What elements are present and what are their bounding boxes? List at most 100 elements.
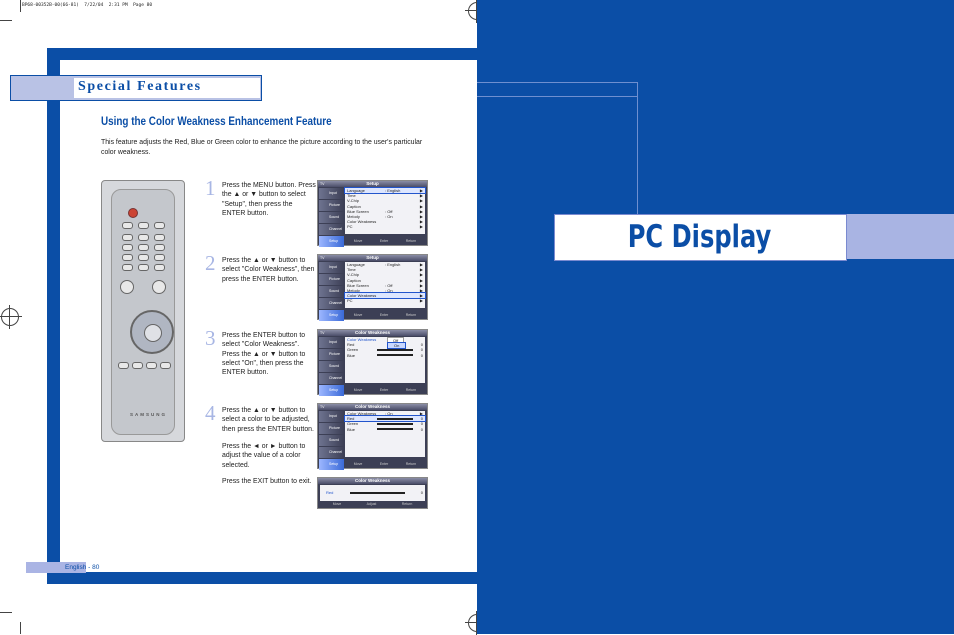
osd-side-item: Setup [319,310,344,321]
osd-side-item: Setup [319,236,344,247]
frame-bottom [47,572,477,584]
osd-side-item: Picture [319,200,344,211]
osd-row: Language: English▶ [344,186,426,195]
osd-side-item: Channel [319,447,344,458]
step-number: 1 [205,176,216,200]
section-title: Special Features [78,79,202,94]
step-text: Press the ▲ or ▼ button to select a colo… [222,407,314,433]
osd-side-item: Sound [319,212,344,223]
step-number: 2 [205,251,216,275]
remote-button [138,264,149,271]
osd-side-menu: Input Picture Sound Channel Setup [319,337,344,397]
rule-line [477,96,637,97]
pc-display-title: PC Display [627,219,772,255]
step-text: Press the MENU button. Press the ▲ or ▼ … [222,182,316,217]
osd-side-menu: Input Picture Sound Channel Setup [319,262,344,322]
osd-row: Time▶ [347,193,423,199]
osd-row: Language: English▶ [347,262,423,267]
osd-side-item: Sound [319,435,344,446]
crop-mark [0,20,12,21]
section-header-box [10,75,262,101]
remote-button [154,234,165,241]
osd-panel: Language: English▶ Time▶ V-Chip▶ Caption… [344,186,426,234]
osd-side-item: Input [319,337,344,348]
osd-title: Setup [318,181,427,187]
registration-mark [0,305,22,329]
osd-row: Blue Screen: Off▶ [347,282,423,288]
intro-paragraph: This feature adjusts the Red, Blue or Gr… [101,139,423,156]
remote-button [122,222,133,229]
remote-button [122,244,133,251]
frame-top [47,48,477,60]
osd-screenshot-color-weakness-off: Color Weakness TV Input Picture Sound Ch… [317,329,428,397]
step-number: 3 [205,326,216,350]
osd-side-item: Channel [319,373,344,384]
remote-button [160,362,171,369]
power-icon [128,208,138,218]
step-text: Press the EXIT button to exit. [222,478,312,485]
osd-tv-label: TV [320,405,325,409]
osd-side-menu: Input Picture Sound Channel Setup [319,411,344,471]
step-text: Press the ▲ or ▼ button to select "Color… [222,257,315,283]
osd-row: Time▶ [347,267,423,273]
osd-row: V-Chip▶ [347,198,423,204]
osd-side-item: Input [319,411,344,422]
right-page-background [477,0,954,634]
osd-tv-label: TV [320,256,325,260]
osd-row: Melody: On▶ [347,213,423,219]
osd-side-item: Sound [319,286,344,297]
remote-button [154,264,165,271]
remote-button [154,222,165,229]
remote-button [138,222,149,229]
osd-side-item: Setup [319,459,344,470]
step-text: Press the ◄ or ► button to adjust the va… [222,443,306,469]
dpad-icon [130,310,174,354]
remote-button [146,362,157,369]
step-text: Press the ENTER button to select "Color … [222,332,306,377]
osd-screenshot-setup: Setup TV Input Picture Sound Channel Set… [317,180,428,248]
osd-title: Color Weakness [318,478,427,484]
osd-side-menu: Input Picture Sound Channel Setup [319,188,344,248]
osd-side-item: Picture [319,423,344,434]
remote-control-image: SAMSUNG [101,180,185,442]
osd-title: Color Weakness [318,330,427,336]
osd-side-item: Input [319,262,344,273]
osd-side-item: Setup [319,385,344,396]
osd-row: Caption▶ [347,277,423,283]
pc-title-accent [846,214,954,259]
osd-row: PC▶ [347,298,423,304]
remote-button [122,254,133,261]
feature-title: Using the Color Weakness Enhancement Fea… [101,116,332,128]
osd-side-item: Channel [319,224,344,235]
pc-title-box [554,214,847,261]
remote-button [138,244,149,251]
remote-button [122,234,133,241]
osd-screenshot-color-weakness-on: Color Weakness TV Input Picture Sound Ch… [317,403,428,471]
osd-row: Color Weakness▶ [347,219,423,225]
file-header: BP68-00352B-00(66-81) 7/22/04 2:31 PM Pa… [22,3,153,8]
osd-title: Color Weakness [318,404,427,410]
osd-side-item: Picture [319,274,344,285]
remote-button [122,264,133,271]
rule-line [477,82,637,83]
remote-button [138,234,149,241]
remote-button [118,362,129,369]
crop-mark [20,0,21,12]
remote-button [138,254,149,261]
rule-line [637,82,638,214]
osd-row: Color Weakness: On▶ [347,411,423,416]
osd-tv-label: TV [320,331,325,335]
frame-left [47,48,60,584]
remote-button [120,280,134,294]
